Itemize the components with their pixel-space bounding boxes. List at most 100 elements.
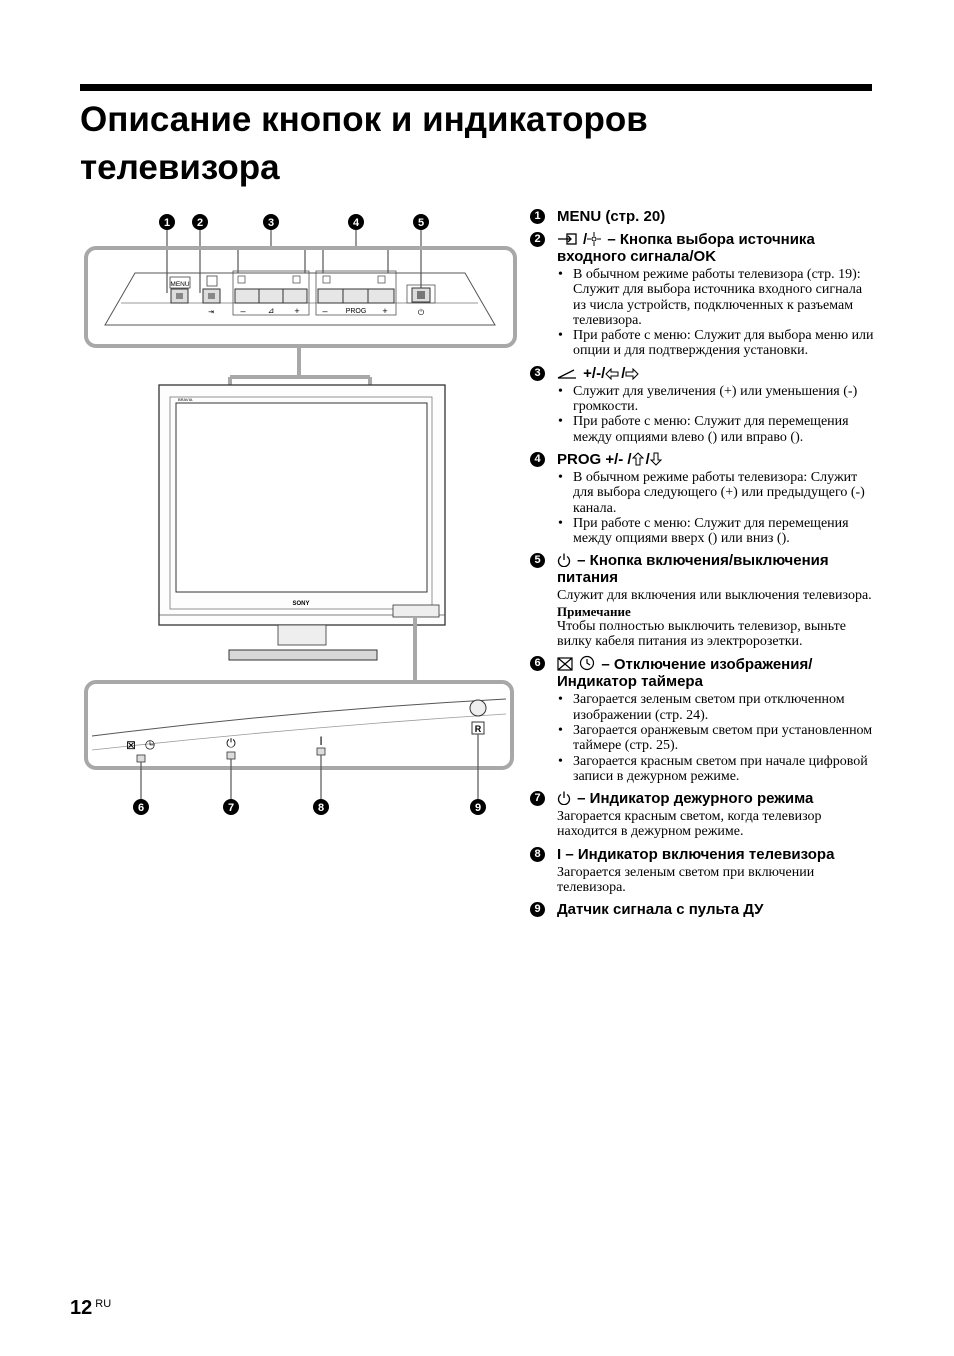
item-9: 9 Датчик сигнала с пульта ДУ	[530, 901, 875, 918]
item-title: MENU (стр. 20)	[557, 208, 666, 225]
volume-button[interactable]	[234, 288, 308, 304]
bullet: Загорается оранжевым светом при установл…	[557, 723, 875, 754]
callout-7: 7	[223, 799, 239, 815]
picture-off-led	[136, 754, 146, 763]
callout-6: 6	[133, 799, 149, 815]
tv-brand: BRAVIA	[178, 397, 193, 402]
item-text: Загорается красным светом, когда телевиз…	[557, 809, 822, 840]
tv-logo: SONY	[292, 601, 309, 607]
panel-outline	[104, 272, 496, 326]
item-4: 4 PROG +/- // В обычном режиме работы те…	[530, 451, 875, 546]
item-number: 1	[530, 209, 545, 224]
tv-screen	[175, 402, 428, 593]
remote-sensor	[469, 699, 487, 717]
prog-label: PROG	[346, 308, 367, 315]
vol-minus-label: –	[240, 306, 245, 316]
bullet: Загорается красным светом при начале циф…	[557, 754, 875, 785]
item-number: 5	[530, 553, 545, 569]
menu-label-box	[169, 276, 191, 289]
svg-text:1: 1	[164, 217, 170, 229]
ok-icon	[587, 232, 602, 246]
vol-plus-label: +	[294, 306, 299, 316]
callout-9: 9	[470, 799, 486, 815]
item-number: 7	[530, 791, 545, 807]
callout-3: 3	[263, 214, 279, 230]
item-title: +/-/	[583, 364, 606, 382]
tv-diagram: 1 2 3 4 5 MENU ⇥ – ⊿ + – PROG + ⏻	[84, 214, 517, 815]
tv-indicator-strip	[392, 604, 440, 618]
arrow-down-icon	[649, 452, 662, 466]
input-select-icon	[558, 233, 577, 245]
picture-off-icon: ⊠	[126, 738, 136, 752]
item-number: 3	[530, 365, 545, 381]
standby-led	[226, 751, 236, 760]
svg-text:6: 6	[138, 802, 144, 814]
svg-text:9: 9	[475, 802, 481, 814]
callout-2: 2	[192, 214, 208, 230]
input-sub-icon: ⇥	[208, 309, 214, 316]
control-panel-zoom	[84, 246, 517, 348]
callout-4: 4	[348, 214, 364, 230]
input-label-icon	[206, 275, 218, 287]
header-rule	[80, 84, 872, 91]
bullet: Служит для увеличения (+) или уменьшения…	[557, 384, 875, 415]
note-title: Примечание	[557, 603, 631, 619]
item-number: 8	[530, 846, 545, 862]
item-number: 2	[530, 232, 545, 247]
power-icon	[557, 553, 571, 568]
prog-button[interactable]	[317, 288, 395, 304]
page-title: Описание кнопок и индикаторов телевизора	[80, 96, 860, 192]
item-2: 2 / – Кнопка выбора источника входного с…	[530, 231, 875, 359]
arrow-up-icon	[631, 452, 644, 466]
bullet: В обычном режиме работы телевизора (стр.…	[557, 267, 875, 328]
item-3: 3 +/-// Служит для увеличения (+) или ум…	[530, 365, 875, 445]
item-8: 8 I – Индикатор включения телевизора Заг…	[530, 846, 875, 896]
description-column: 1 MENU (стр. 20) 2 / – Кнопка выбора ист…	[530, 208, 875, 924]
item-title: – Кнопка включения/выключения питания	[557, 552, 829, 587]
page-title-line2: телевизора	[80, 148, 280, 187]
power-on-led	[316, 747, 326, 756]
prog-minus-label: –	[322, 306, 327, 316]
indicator-panel-zoom	[84, 680, 514, 770]
item-7: 7 – Индикатор дежурного режима Загораетс…	[530, 790, 875, 840]
page-title-line1: Описание кнопок и индикаторов	[80, 100, 648, 139]
item-title: Датчик сигнала с пульта ДУ	[557, 901, 764, 919]
remote-sensor-mark: R	[475, 724, 482, 734]
svg-text:7: 7	[228, 802, 234, 814]
item-text: Загорается зеленым светом при включении …	[557, 864, 815, 896]
bullet: Загорается зеленым светом при отключенно…	[557, 692, 875, 723]
item-5: 5 – Кнопка включения/выключения питания …	[530, 552, 875, 649]
power-on-icon: I	[319, 734, 322, 748]
volume-icon: ⊿	[268, 306, 275, 315]
page-number: 12	[70, 1297, 93, 1319]
item-text: Служит для включения или выключения теле…	[557, 588, 872, 604]
note-text: Чтобы полностью выключить телевизор, вын…	[557, 618, 846, 650]
page-lang: RU	[95, 1298, 112, 1310]
svg-text:3: 3	[268, 217, 274, 229]
timer-icon	[580, 656, 595, 671]
timer-icon: ◷	[145, 737, 155, 751]
menu-label: MENU	[170, 281, 189, 288]
svg-text:5: 5	[418, 217, 424, 229]
prog-plus-label: +	[382, 306, 387, 316]
svg-text:2: 2	[197, 217, 203, 229]
standby-icon: ⏻	[226, 736, 236, 750]
callout-8: 8	[313, 799, 329, 815]
callout-5: 5	[413, 214, 429, 230]
callout-1: 1	[159, 214, 175, 230]
svg-text:8: 8	[318, 802, 324, 814]
item-title: – Кнопка выбора источника входного сигна…	[557, 231, 815, 265]
arrow-right-icon	[625, 367, 640, 380]
callout-lines-bottom	[140, 734, 479, 799]
item-number: 9	[530, 902, 545, 918]
item-title: – Отключение изображения/ Индикатор тайм…	[557, 656, 813, 691]
item-title: I – Индикатор включения телевизора	[557, 845, 835, 863]
standby-icon	[557, 791, 571, 806]
bullet: При работе с меню: Служит для перемещени…	[557, 516, 875, 547]
item-1: 1 MENU (стр. 20)	[530, 208, 875, 225]
callout-lines-top	[166, 230, 422, 293]
arrow-left-icon	[605, 367, 619, 380]
item-title: – Индикатор дежурного режима	[577, 790, 814, 808]
tv-stand	[228, 649, 378, 661]
